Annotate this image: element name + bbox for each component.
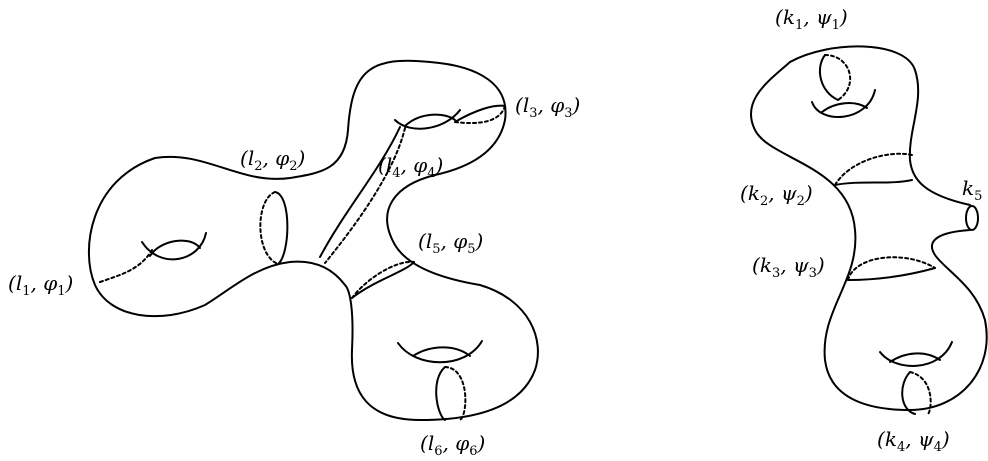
cut-curve-k3-back <box>847 256 936 281</box>
cut-curve-l3-front <box>454 104 506 123</box>
label-l2: (l2, φ2) <box>240 146 305 174</box>
label-k2: (k2, ψ2) <box>740 181 813 209</box>
label-l5: (l5, φ5) <box>418 229 483 257</box>
cut-curve-k4-front <box>901 371 916 415</box>
right-genus-2-upper <box>889 352 941 363</box>
boundary-tube-k5 <box>965 205 979 231</box>
left-genus-2-upper <box>404 113 456 127</box>
cut-curve-k1-back <box>824 54 852 101</box>
left-handle-inner-edge <box>319 126 401 258</box>
cut-curve-k3-front <box>847 267 936 281</box>
cut-curve-l2-front <box>274 191 289 265</box>
label-k5: k5 <box>962 176 982 204</box>
cut-curve-l4-back <box>324 127 406 264</box>
cut-curve-l1-back <box>99 249 153 283</box>
cut-curve-k2-back <box>834 152 913 186</box>
left-surface-outline <box>87 59 539 421</box>
cut-curve-k1-front <box>818 54 839 101</box>
left-genus-1-lower <box>141 232 207 261</box>
left-genus-2-lower <box>394 109 461 130</box>
label-k3: (k3, ψ3) <box>752 253 825 281</box>
left-surface <box>87 59 539 421</box>
right-surface-outline-upper <box>789 45 971 206</box>
label-l3: (l3, φ3) <box>515 93 580 121</box>
cut-curve-l6-back <box>444 366 467 421</box>
cut-curve-l5-front <box>351 261 415 299</box>
right-genus-1-upper <box>821 102 868 113</box>
left-genus-1-upper <box>149 239 201 257</box>
right-genus-1-lower <box>811 89 876 118</box>
label-k4: (k4, ψ4) <box>877 427 950 455</box>
cut-curve-l3-back <box>454 105 506 125</box>
label-l6: (l6, φ6) <box>420 431 485 459</box>
cut-curve-k4-back <box>909 371 932 415</box>
right-surface-outline <box>749 61 988 411</box>
right-surface <box>749 45 988 415</box>
label-l4: (l4, φ4) <box>378 153 443 181</box>
label-k1: (k1, ψ1) <box>775 5 848 33</box>
label-l1: (l1, φ1) <box>8 271 73 299</box>
labels: (l1, φ1) (l2, φ2) (l3, φ3) (l4, φ4) (l5,… <box>8 5 982 459</box>
cut-curve-l2-back <box>259 191 279 265</box>
cut-curve-l6-front <box>435 366 446 421</box>
left-genus-3-upper <box>412 346 471 357</box>
right-genus-2-lower <box>879 341 953 367</box>
cut-curve-l5-back <box>351 260 415 299</box>
left-genus-3-lower <box>397 340 483 364</box>
cut-curve-k2-front <box>834 179 913 186</box>
